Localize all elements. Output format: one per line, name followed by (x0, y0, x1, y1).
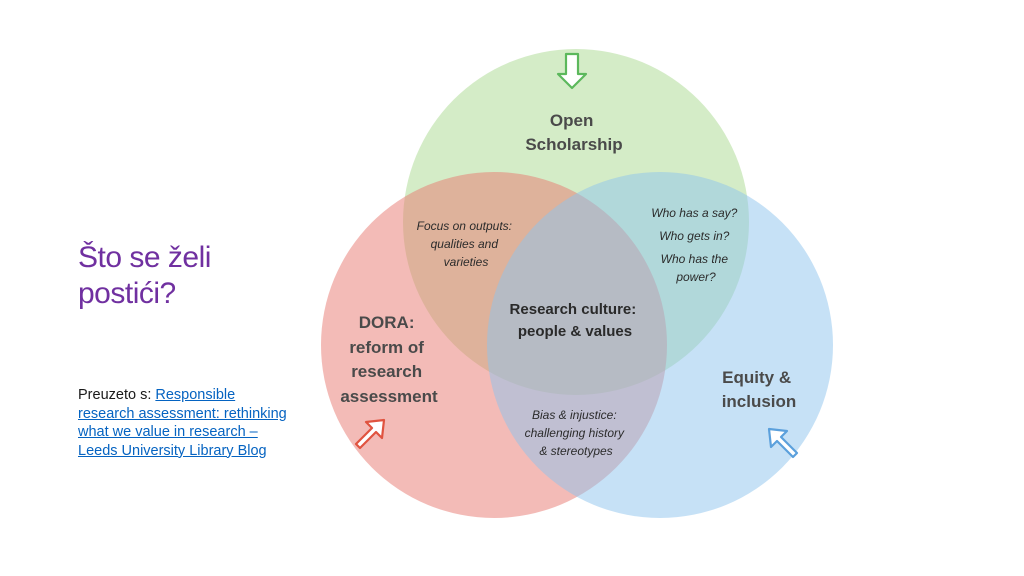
label-equity-line: Equity & (722, 368, 791, 387)
arrow-up-left-icon (767, 427, 799, 459)
label-equity: Equity & inclusion (722, 368, 797, 411)
source-link[interactable]: Responsible research assessment: rethink… (78, 387, 287, 459)
label-equity-line: inclusion (722, 392, 797, 411)
label-who-line: power? (675, 270, 716, 284)
label-bias-line: Bias & injustice: (532, 408, 617, 422)
label-research-culture: Research culture: people & values (510, 301, 641, 340)
label-who-has-a-say: Who has a say? Who gets in? Who has the … (651, 206, 740, 284)
label-focus-on-outputs: Focus on outputs: qualities and varietie… (417, 219, 516, 269)
label-bias-line: & stereotypes (539, 444, 612, 458)
label-bias-injustice: Bias & injustice: challenging history & … (525, 408, 628, 458)
source-prefix: Preuzeto s: (78, 387, 156, 403)
label-bias-line: challenging history (525, 426, 625, 440)
label-focus-line: qualities and (431, 237, 499, 251)
arrow-down-icon (556, 52, 588, 90)
slide-title-line-2: postići? (78, 277, 176, 310)
slide-title-line-1: Što se želi (78, 241, 211, 274)
label-focus-line: Focus on outputs: (417, 219, 512, 233)
label-who-line: Who has the (661, 252, 729, 266)
circle-equity (487, 172, 833, 518)
label-dora-line: DORA: (359, 313, 415, 332)
slide-title: Što se želi postići? (78, 240, 308, 312)
label-open-scholarship: Open Scholarship (525, 111, 622, 154)
label-dora-line: reform of (349, 338, 424, 357)
source-note: Preuzeto s: Responsible research assessm… (78, 386, 288, 460)
label-open-line: Open (550, 111, 593, 130)
arrow-up-right-icon (354, 418, 386, 450)
label-dora: DORA: reform of research assessment (340, 313, 438, 406)
label-who-line: Who gets in? (659, 229, 729, 243)
label-dora-line: research (351, 362, 422, 381)
label-center-line: people & values (518, 323, 632, 340)
label-who-line: Who has a say? (651, 206, 737, 220)
label-focus-line: varieties (444, 255, 489, 269)
label-open-line: Scholarship (525, 135, 622, 154)
label-center-line: Research culture: (510, 301, 637, 318)
label-dora-line: assessment (340, 387, 438, 406)
